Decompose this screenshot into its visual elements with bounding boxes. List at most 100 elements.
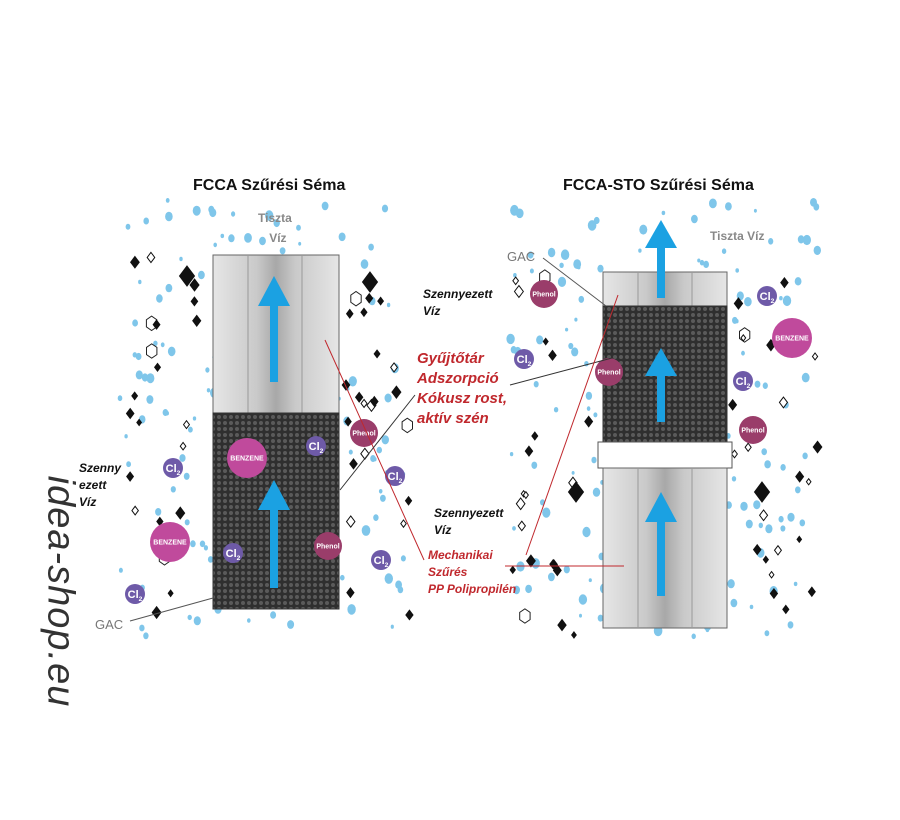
- droplet: [146, 395, 154, 404]
- cl2-molecule: Cl2: [514, 349, 534, 369]
- particle-diamond: [400, 519, 407, 529]
- particle-diamond: [131, 391, 139, 401]
- droplet: [765, 524, 773, 534]
- mechanical-line-3: PP Polipropilén: [428, 582, 517, 596]
- particle-diamond: [542, 337, 549, 346]
- droplet: [190, 540, 196, 548]
- cl2-molecule: Cl2: [125, 584, 145, 604]
- droplet: [132, 319, 139, 327]
- droplet: [165, 283, 173, 293]
- droplet: [143, 632, 149, 640]
- particle-diamond: [731, 449, 738, 459]
- droplet: [340, 574, 345, 581]
- droplet: [542, 507, 551, 518]
- droplet: [512, 526, 516, 531]
- particle-diamond: [373, 349, 381, 359]
- droplet: [381, 435, 389, 445]
- droplet: [220, 233, 225, 239]
- fcca-sto-filter: [597, 220, 733, 629]
- particle-diamond: [531, 431, 539, 441]
- droplet: [515, 208, 524, 219]
- cl2-molecule: Cl2: [223, 543, 243, 563]
- cl2-molecule: Cl2: [733, 371, 753, 391]
- particle-diamond: [805, 477, 812, 486]
- fcca-clean-water-label: Tiszta Víz: [258, 208, 292, 248]
- particle-diamond: [153, 362, 162, 373]
- droplet: [795, 486, 801, 494]
- particle-diamond: [345, 308, 354, 319]
- particle-diamond: [812, 440, 823, 454]
- droplet: [735, 268, 739, 273]
- particle-diamond: [175, 506, 186, 520]
- droplet: [378, 489, 383, 494]
- droplet: [193, 616, 201, 626]
- svg-text:Phenol: Phenol: [741, 427, 764, 434]
- particle-diamond: [744, 442, 752, 453]
- droplet: [801, 372, 810, 383]
- droplet: [231, 211, 236, 217]
- droplet: [597, 614, 604, 622]
- fcca-upper-arrow: [270, 304, 278, 382]
- particle-diamond: [354, 391, 364, 403]
- droplet: [244, 233, 252, 243]
- particle-diamond: [811, 352, 819, 361]
- droplet: [793, 581, 798, 587]
- droplet: [192, 205, 201, 216]
- droplet: [691, 214, 698, 224]
- dirty-line-1: Szennyezett: [423, 287, 493, 301]
- sto-clean-water-label: Tiszta Víz: [710, 229, 765, 243]
- droplet: [198, 270, 205, 280]
- fcca-lower-arrow: [270, 508, 278, 588]
- svg-text:BENZENE: BENZENE: [153, 539, 187, 546]
- droplet: [165, 211, 173, 222]
- droplet: [370, 455, 376, 462]
- particle-diamond: [365, 292, 374, 304]
- droplet: [192, 416, 197, 421]
- droplet: [209, 208, 217, 218]
- droplet: [143, 217, 149, 225]
- droplet: [135, 370, 143, 380]
- droplet: [138, 279, 142, 285]
- droplet: [591, 456, 597, 464]
- particle-diamond: [733, 297, 744, 310]
- droplet: [740, 501, 748, 511]
- sto-separator: [597, 441, 733, 469]
- droplet: [386, 302, 391, 308]
- particle-diamond: [377, 296, 385, 306]
- droplet: [527, 251, 534, 259]
- droplet: [780, 525, 786, 532]
- particle-hexagon: [519, 608, 531, 624]
- droplet: [764, 630, 770, 637]
- droplet: [509, 452, 514, 457]
- droplet: [731, 476, 737, 482]
- particle-diamond: [151, 605, 162, 620]
- particle-diamond: [125, 407, 135, 420]
- particle-diamond: [773, 544, 783, 556]
- dirty-line-2: Víz: [423, 304, 441, 318]
- droplet: [557, 276, 567, 287]
- svg-text:BENZENE: BENZENE: [775, 335, 809, 342]
- droplet: [126, 461, 131, 468]
- particle-diamond: [179, 441, 187, 451]
- droplet: [376, 446, 382, 454]
- droplet: [117, 395, 123, 402]
- particle-diamond: [405, 609, 414, 621]
- particle-diamond: [146, 251, 156, 264]
- sto-dirty-water-label: Szennyezett Víz: [434, 505, 503, 539]
- fcca-gac-label: GAC: [95, 617, 124, 632]
- droplet: [749, 604, 754, 610]
- droplet: [228, 234, 235, 243]
- droplet: [780, 464, 786, 471]
- cl2-molecule: Cl2: [385, 466, 405, 486]
- adsorption-annotation: Gyűjtőtár Adszorpció Kókusz rost, aktív …: [417, 349, 507, 429]
- particle-diamond: [167, 589, 174, 598]
- particle-diamond: [557, 618, 567, 632]
- droplet: [160, 342, 165, 348]
- droplet: [395, 580, 402, 589]
- clean-water-line-1: Tiszta: [258, 211, 292, 225]
- droplet: [380, 494, 386, 502]
- droplet: [162, 409, 169, 416]
- particle-diamond: [548, 349, 557, 362]
- droplet: [691, 633, 696, 640]
